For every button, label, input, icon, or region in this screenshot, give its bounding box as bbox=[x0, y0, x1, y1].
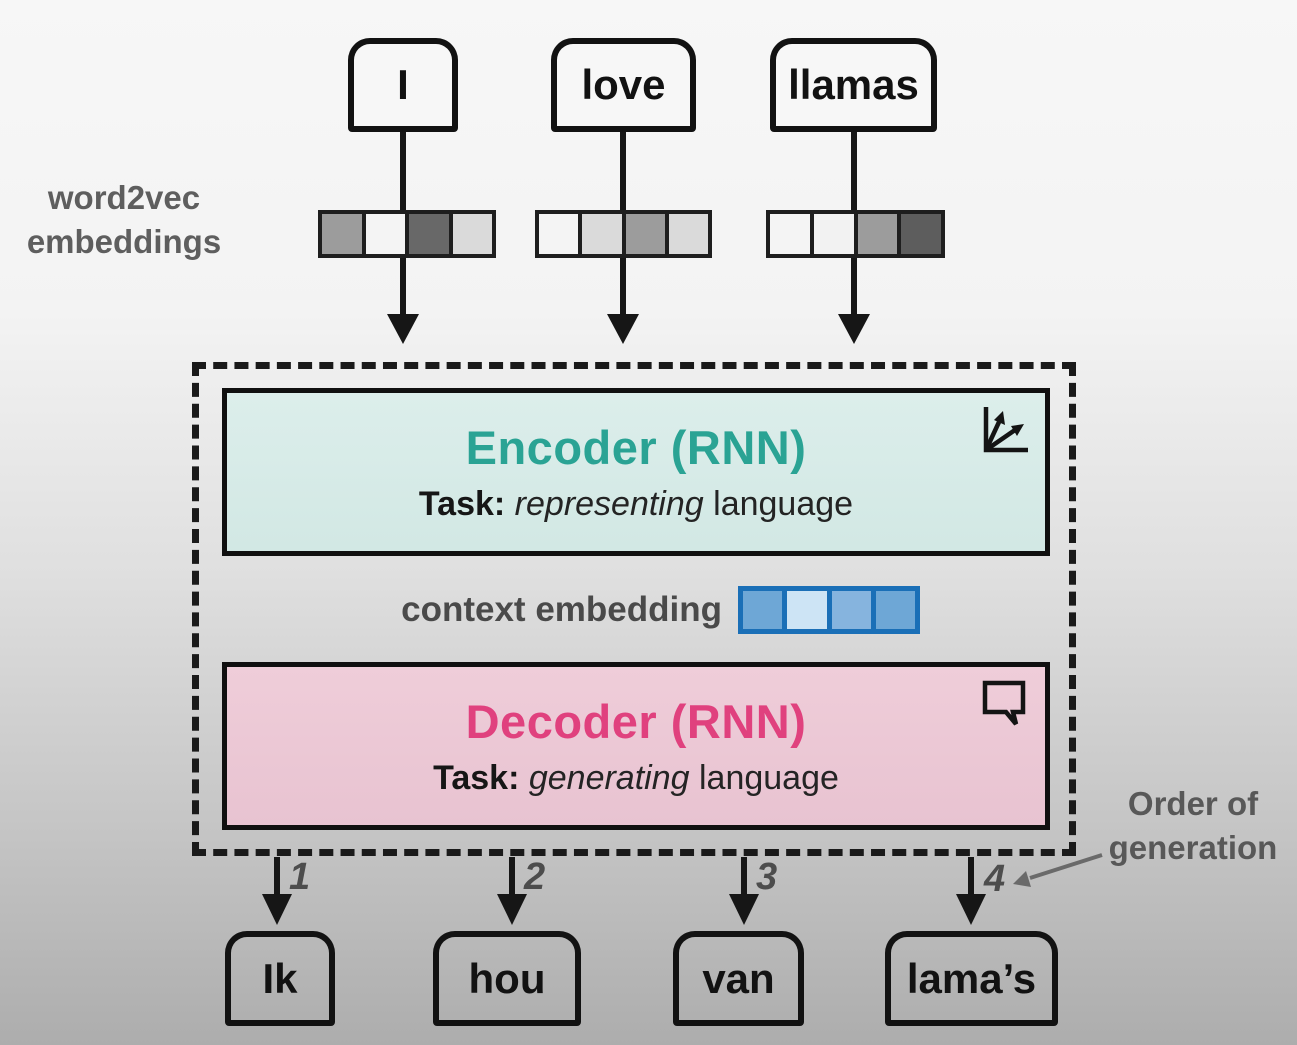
word2vec-embedding-bar-llamas bbox=[766, 210, 945, 258]
embedding-cell bbox=[831, 591, 871, 629]
output-token-label: Ik bbox=[262, 954, 298, 1002]
encoder-title: Encoder (RNN) bbox=[465, 421, 807, 474]
context-embedding-label: context embedding bbox=[401, 590, 722, 629]
input-token-label: I bbox=[397, 61, 409, 108]
word2vec-embeddings-label: word2vec embeddings bbox=[26, 179, 222, 260]
word2vec-embedding-bar-I bbox=[318, 210, 496, 258]
seq2seq-dashed-container bbox=[192, 362, 1076, 856]
output-token-label: lama’s bbox=[906, 954, 1037, 1002]
embedding-cell bbox=[539, 214, 579, 254]
input-token-label: love bbox=[581, 61, 666, 108]
embedding-cell bbox=[322, 214, 362, 254]
speech-bubble-icon bbox=[982, 680, 1026, 726]
generation-order-number-3: 3 bbox=[756, 856, 778, 898]
output-arrow-3 bbox=[729, 857, 759, 925]
generation-order-number-2: 2 bbox=[524, 856, 546, 898]
order-of-generation-arrow bbox=[1013, 853, 1103, 887]
output-token-box-3: van bbox=[673, 931, 804, 1026]
input-token-label: llamas bbox=[788, 61, 919, 108]
embedding-cell bbox=[743, 591, 783, 629]
output-token-box-4: lama’s bbox=[885, 931, 1058, 1026]
embedding-cell bbox=[787, 591, 827, 629]
word2vec-embedding-bar-love bbox=[535, 210, 712, 258]
vector-arrows-icon bbox=[983, 407, 1028, 453]
decoder-box: Decoder (RNN) Task: generating language bbox=[222, 662, 1050, 830]
output-arrow-4 bbox=[956, 857, 986, 925]
input-token-box-1: I bbox=[348, 38, 458, 132]
decoder-task: Task: generating language bbox=[433, 759, 839, 797]
embedding-cell bbox=[365, 214, 405, 254]
input-token-box-3: llamas bbox=[770, 38, 937, 132]
order-of-generation-label: Order of generation bbox=[1108, 785, 1278, 866]
output-token-box-1: Ik bbox=[225, 931, 335, 1026]
embedding-cell bbox=[452, 214, 492, 254]
generation-order-number-4: 4 bbox=[984, 858, 1006, 900]
embedding-cell bbox=[409, 214, 449, 254]
context-embedding-bar bbox=[738, 586, 920, 634]
embedding-cell bbox=[668, 214, 708, 254]
embedding-cell bbox=[770, 214, 810, 254]
output-token-label: van bbox=[702, 954, 775, 1002]
embedding-cell bbox=[625, 214, 665, 254]
output-arrow-1 bbox=[262, 857, 292, 925]
output-token-box-2: hou bbox=[433, 931, 581, 1026]
generation-order-number-1: 1 bbox=[289, 856, 311, 898]
embedding-cell bbox=[857, 214, 898, 254]
embedding-cell bbox=[901, 214, 941, 254]
output-arrow-2 bbox=[497, 857, 527, 925]
embedding-cell bbox=[813, 214, 854, 254]
encoder-box: Encoder (RNN) Task: representing languag… bbox=[222, 388, 1050, 556]
input-token-box-2: love bbox=[551, 38, 696, 132]
output-token-label: hou bbox=[468, 954, 546, 1002]
encoder-task: Task: representing language bbox=[418, 485, 854, 523]
embedding-cell bbox=[875, 591, 915, 629]
embedding-cell bbox=[582, 214, 622, 254]
decoder-title: Decoder (RNN) bbox=[465, 695, 807, 748]
